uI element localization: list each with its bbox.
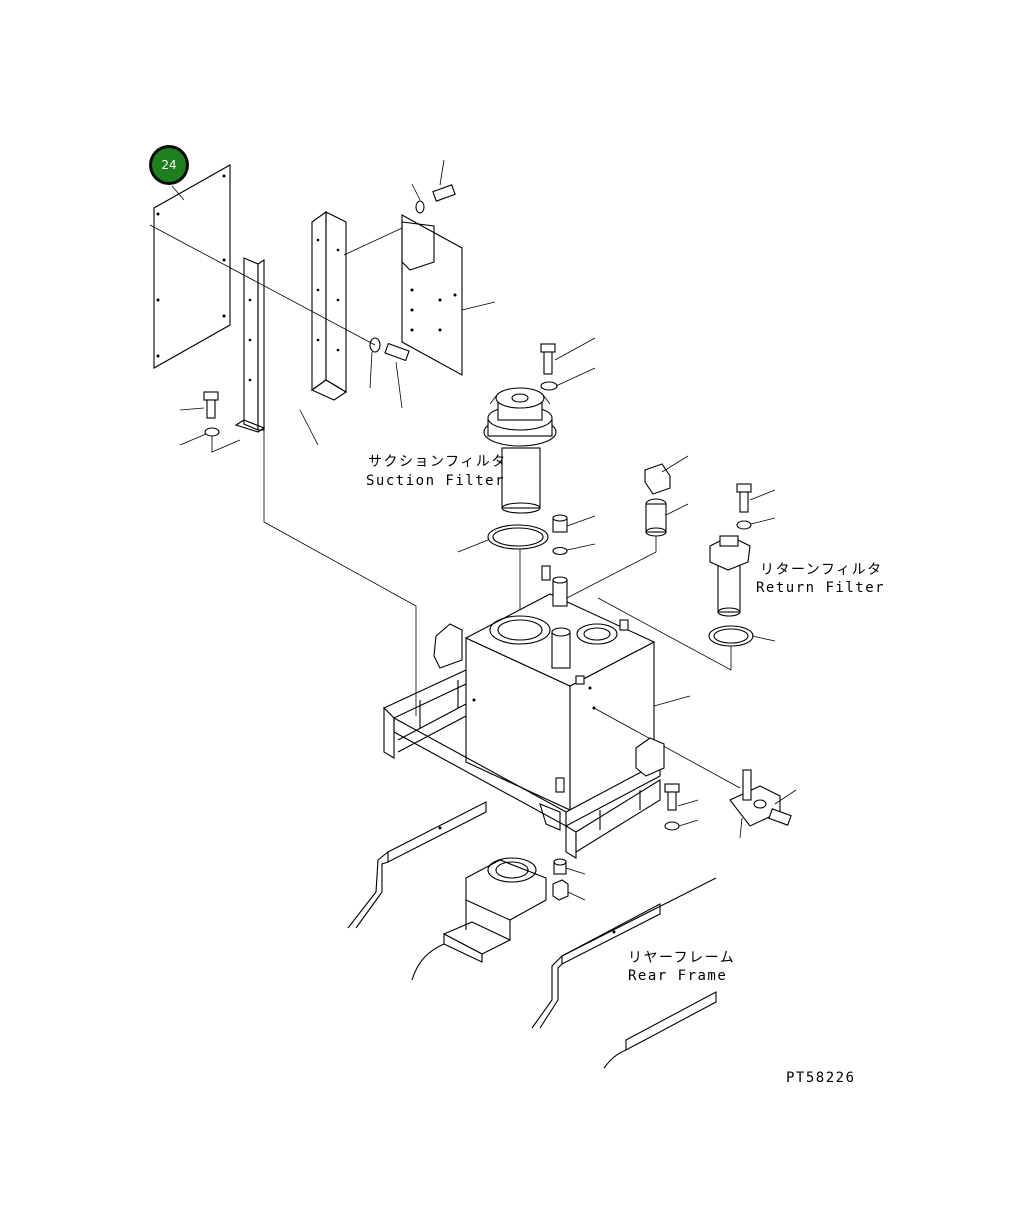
breather-cap xyxy=(644,455,689,495)
angle-bracket-middle xyxy=(299,210,348,446)
vertical-bracket-left xyxy=(234,257,266,433)
breather-element xyxy=(562,498,689,601)
bolt-return xyxy=(736,483,776,530)
o-ring-suction xyxy=(457,524,549,610)
return-filter-label-jp: リターンフィルタ xyxy=(760,562,883,578)
bolt-left xyxy=(179,391,241,453)
return-filter xyxy=(709,535,751,617)
level-gauge-bracket xyxy=(729,769,797,839)
part-code-label: PT58226 xyxy=(786,1070,856,1086)
rear-frame-label-en: Rear Frame xyxy=(628,968,727,984)
return-filter-label-en: Return Filter xyxy=(756,580,885,596)
suction-filter xyxy=(483,387,557,514)
rear-frame xyxy=(347,801,717,1069)
suction-filter-label-jp: サクションフィルタ xyxy=(368,454,507,470)
drain-fittings xyxy=(552,858,586,901)
gasket-return xyxy=(597,597,776,671)
suction-filter-label-en: Suction Filter xyxy=(366,473,505,489)
bolt-suction xyxy=(540,337,596,391)
callout-marker[interactable]: 24 xyxy=(149,145,189,185)
bolt-frame-right xyxy=(664,783,699,831)
bolt-middle xyxy=(149,224,410,409)
callout-number: 24 xyxy=(152,148,186,182)
mounting-plate xyxy=(343,214,496,376)
cover-plate xyxy=(153,164,231,369)
plug-fitting xyxy=(552,514,596,556)
tank-frame xyxy=(263,430,665,859)
rear-frame-label-jp: リヤーフレーム xyxy=(628,950,735,966)
hydraulic-tank xyxy=(464,565,741,811)
bolt-top xyxy=(411,159,456,214)
